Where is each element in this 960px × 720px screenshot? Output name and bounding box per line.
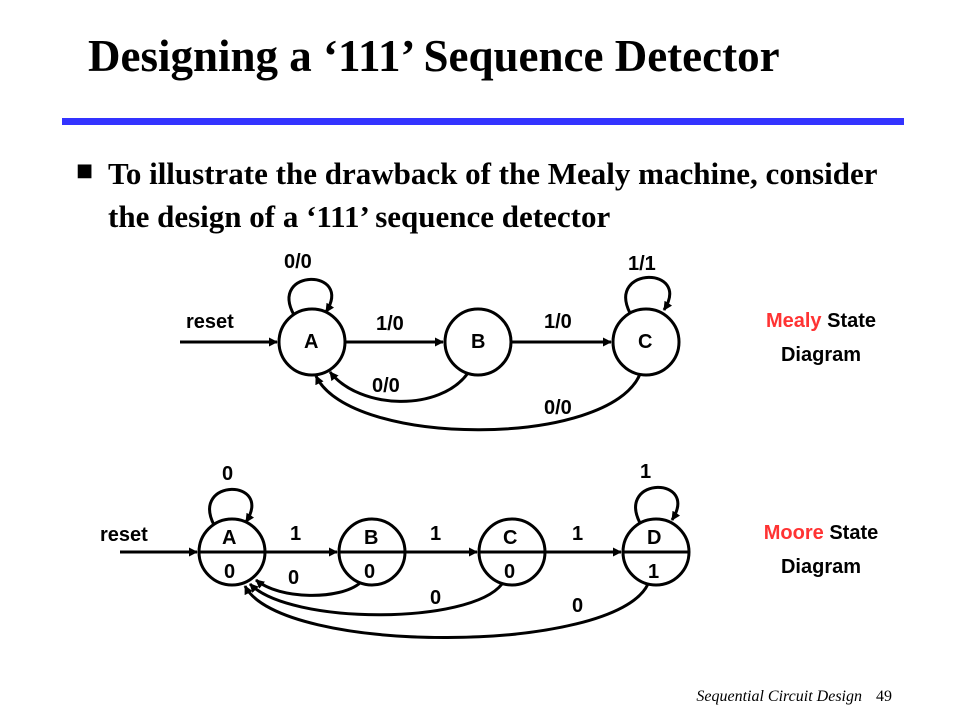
moore-label-c-to-a: 0 — [430, 587, 442, 609]
mealy-label-c-self: 1/1 — [628, 253, 656, 275]
mealy-b-to-a-arrow — [328, 371, 470, 403]
bullet-square-icon: ■ — [76, 160, 94, 181]
moore-a-self-loop — [208, 487, 255, 526]
mealy-label-b-to-a: 0/0 — [372, 375, 400, 397]
moore-state-c-output: 0 — [504, 561, 516, 583]
mealy-state-a-label: A — [304, 331, 319, 353]
moore-caption-accent: Moore — [763, 522, 824, 544]
mealy-state-b-label: B — [471, 331, 486, 353]
moore-b-to-a-arrow — [255, 578, 361, 597]
mealy-label-c-to-a: 0/0 — [544, 397, 572, 419]
slide-footer: Sequential Circuit Design 49 — [696, 688, 892, 706]
mealy-label-a-self: 0/0 — [284, 251, 312, 273]
mealy-a-self-loop — [287, 277, 335, 316]
moore-state-b-name: B — [364, 527, 379, 549]
mealy-state-c-circle — [611, 307, 681, 377]
title-divider — [62, 118, 904, 125]
moore-caption: Moore State Diagram — [726, 516, 916, 584]
moore-label-a-to-b: 1 — [290, 523, 302, 545]
moore-c-to-a-arrow — [248, 582, 504, 617]
moore-label-d-to-a: 0 — [572, 595, 584, 617]
page-number: 49 — [876, 688, 892, 705]
moore-caption-line2: Diagram — [780, 556, 862, 578]
moore-label-a-self: 0 — [222, 463, 234, 485]
moore-d-self-loop — [634, 485, 681, 524]
moore-state-d-name: D — [647, 527, 662, 549]
moore-state-c-name: C — [503, 527, 518, 549]
mealy-caption-line2: Diagram — [780, 344, 862, 366]
moore-label-d-self: 1 — [640, 461, 652, 483]
moore-reset-label: reset — [100, 524, 148, 546]
mealy-c-self-loop — [624, 275, 673, 314]
mealy-diagram — [180, 275, 681, 432]
mealy-caption-accent: Mealy — [765, 310, 822, 332]
moore-label-b-to-c: 1 — [430, 523, 442, 545]
moore-d-to-a-arrow — [243, 583, 650, 639]
moore-state-a-output: 0 — [224, 561, 236, 583]
mealy-caption-rest: State — [827, 310, 877, 332]
mealy-reset-label: reset — [186, 311, 234, 333]
mealy-state-c-label: C — [638, 331, 653, 353]
mealy-label-a-to-b: 1/0 — [376, 313, 404, 335]
mealy-c-to-a-arrow — [314, 373, 642, 432]
moore-state-a-name: A — [222, 527, 237, 549]
moore-diagram — [120, 485, 691, 639]
moore-caption-rest: State — [829, 522, 879, 544]
bullet-text: To illustrate the drawback of the Mealy … — [108, 156, 877, 234]
moore-label-c-to-d: 1 — [572, 523, 584, 545]
moore-state-d-output: 1 — [648, 561, 660, 583]
mealy-label-b-to-c: 1/0 — [544, 311, 572, 333]
footer-text: Sequential Circuit Design — [696, 688, 862, 705]
mealy-caption: Mealy State Diagram — [726, 304, 916, 372]
moore-state-b-output: 0 — [364, 561, 376, 583]
slide-title: Designing a ‘111’ Sequence Detector — [88, 31, 780, 81]
moore-label-b-to-a: 0 — [288, 567, 300, 589]
